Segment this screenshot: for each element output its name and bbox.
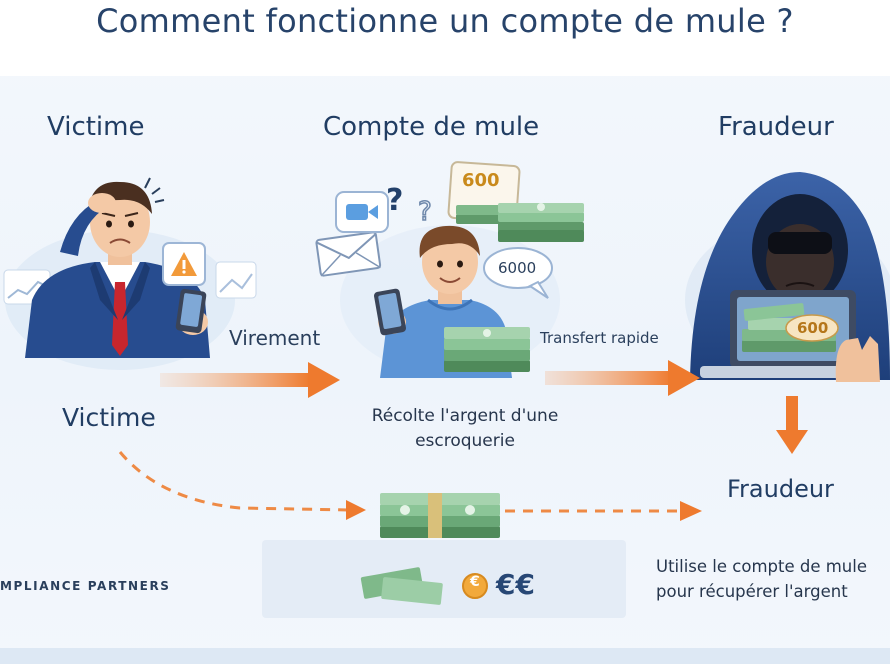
page-title: Comment fonctionne un compte de mule ? bbox=[96, 2, 794, 40]
fraudster-illustration bbox=[690, 172, 890, 382]
title-band bbox=[0, 0, 890, 76]
euro-coin-icon bbox=[462, 573, 488, 599]
money-stack-bottom bbox=[380, 493, 500, 538]
coin-symbol: € bbox=[470, 574, 480, 590]
bottom-strip bbox=[0, 648, 890, 664]
mule-illustration: ? ? bbox=[315, 161, 584, 378]
lower-fraudster-label: Fraudeur bbox=[727, 475, 834, 503]
virement-arrow bbox=[160, 362, 340, 398]
heading-mule: Compte de mule bbox=[323, 112, 540, 142]
laptop-amount: 600 bbox=[797, 319, 829, 337]
heading-fraudster: Fraudeur bbox=[718, 112, 834, 142]
down-arrow bbox=[776, 396, 808, 454]
transfer-label: Virement bbox=[229, 326, 321, 350]
victim-dashed-arrow bbox=[118, 451, 351, 512]
fraudster-description: Utilise le compte de mule pour récupérer… bbox=[656, 557, 867, 601]
fast-transfer-label: Transfert rapide bbox=[540, 329, 659, 347]
heading-victim: Victime bbox=[47, 112, 145, 142]
bottom-panel bbox=[262, 540, 626, 618]
loose-bills bbox=[360, 567, 443, 605]
svg-text:?: ? bbox=[386, 183, 403, 218]
euro-symbols: €€ bbox=[496, 568, 535, 601]
victim-illustration bbox=[3, 177, 257, 358]
mule-description: Récolte l'argent d'une escroquerie bbox=[371, 406, 559, 451]
brand-label: MPLIANCE PARTNERS bbox=[0, 579, 171, 593]
card-amount: 600 bbox=[462, 170, 500, 191]
lower-victim-label: Victime bbox=[62, 403, 156, 432]
fast-transfer-arrow bbox=[545, 360, 700, 396]
svg-text:?: ? bbox=[418, 197, 432, 227]
bubble-amount: 6000 bbox=[498, 259, 537, 277]
